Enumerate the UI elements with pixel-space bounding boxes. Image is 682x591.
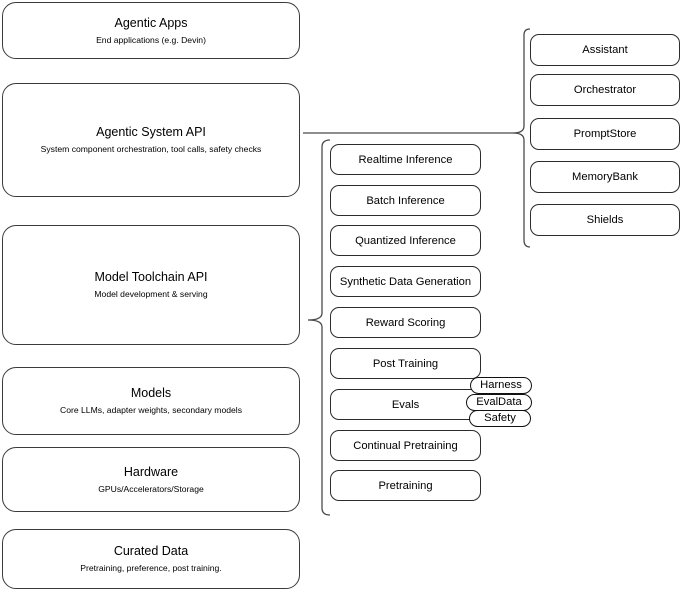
stack-layer-title: Hardware <box>123 464 179 479</box>
stack-layer-subtitle: Core LLMs, adapter weights, secondary mo… <box>60 405 242 415</box>
stack-layer-subtitle: Model development & serving <box>94 289 208 299</box>
stack-layer-title: Agentic Apps <box>114 15 188 30</box>
system-components-brace <box>512 28 531 248</box>
stack-layer-hardware[interactable]: Hardware GPUs/Accelerators/Storage <box>2 447 300 512</box>
stack-layer-subtitle: End applications (e.g. Devin) <box>96 34 206 45</box>
system-node-shields[interactable]: Shields <box>530 204 680 236</box>
toolchain-node-quantized-inference[interactable]: Quantized Inference <box>330 225 481 256</box>
system-node-orchestrator[interactable]: Orchestrator <box>530 74 680 106</box>
toolchain-components-brace <box>307 139 331 516</box>
eval-badge-safety[interactable]: Safety <box>469 410 531 427</box>
toolchain-node-reward-scoring[interactable]: Reward Scoring <box>330 307 481 338</box>
stack-layer-subtitle: Pretraining, preference, post training. <box>80 563 222 573</box>
eval-badge-harness[interactable]: Harness <box>470 377 532 394</box>
stack-layer-subtitle: GPUs/Accelerators/Storage <box>98 483 204 494</box>
stack-layer-curated-data[interactable]: Curated Data Pretraining, preference, po… <box>2 529 300 589</box>
eval-badge-eval-data[interactable]: EvalData <box>466 394 532 411</box>
stack-layer-models[interactable]: Models Core LLMs, adapter weights, secon… <box>2 367 300 435</box>
stack-layer-subtitle: System component orchestration, tool cal… <box>40 144 262 154</box>
toolchain-node-realtime-inference[interactable]: Realtime Inference <box>330 144 481 175</box>
toolchain-node-post-training[interactable]: Post Training <box>330 348 481 379</box>
toolchain-node-pretraining[interactable]: Pretraining <box>330 470 481 501</box>
toolchain-node-continual-pretraining[interactable]: Continual Pretraining <box>330 430 481 461</box>
toolchain-node-batch-inference[interactable]: Batch Inference <box>330 185 481 216</box>
stack-layer-title: Agentic System API <box>96 125 206 139</box>
stack-layer-title: Model Toolchain API <box>94 270 208 284</box>
stack-layer-title: Curated Data <box>113 544 189 558</box>
system-node-assistant[interactable]: Assistant <box>530 34 680 66</box>
system-node-prompt-store[interactable]: PromptStore <box>530 118 680 150</box>
system-node-memory-bank[interactable]: MemoryBank <box>530 161 680 193</box>
toolchain-node-synthetic-data-generation[interactable]: Synthetic Data Generation <box>330 266 481 297</box>
stack-layer-agentic-system-api[interactable]: Agentic System API System component orch… <box>2 83 300 197</box>
stack-layer-title: Models <box>130 386 172 400</box>
toolchain-node-evals[interactable]: Evals <box>330 389 481 420</box>
stack-layer-model-toolchain-api[interactable]: Model Toolchain API Model development & … <box>2 225 300 345</box>
stack-layer-agentic-apps[interactable]: Agentic Apps End applications (e.g. Devi… <box>2 2 300 59</box>
